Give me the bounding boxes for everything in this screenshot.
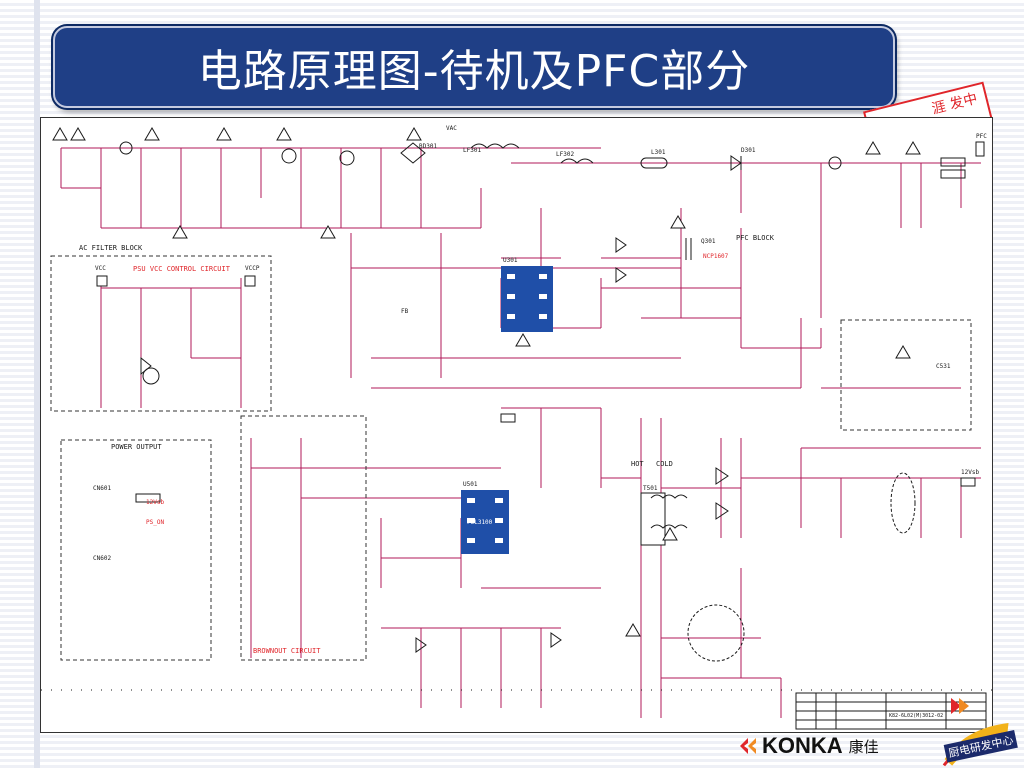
- vcc-label: VCC: [95, 265, 106, 272]
- l301-label: L301: [651, 149, 666, 156]
- d301-label: D301: [741, 147, 756, 154]
- lf302-label: LF302: [556, 151, 574, 158]
- title-banner: 电路原理图-待机及PFC部分: [53, 26, 895, 108]
- logo-wordmark: KONKA: [762, 733, 843, 758]
- konka-logo-icon: [738, 736, 758, 756]
- stamp-text: 涯 发中: [930, 90, 980, 118]
- pfc-block-label: PFC BLOCK: [736, 234, 775, 242]
- title-block-text: K82-6L02(M)3012-02: [889, 713, 943, 719]
- title-block: [41, 689, 992, 730]
- cn601-label: CN601: [93, 485, 111, 492]
- warning-triangles: [52, 127, 921, 637]
- vcc-control-label: PSU VCC CONTROL CIRCUIT: [133, 265, 231, 273]
- schematic-diagram: AC FILTER BLOCK PFC BLOCK PSU VCC CONTRO…: [40, 117, 993, 733]
- chips: [461, 266, 666, 554]
- title-block-logo: [951, 698, 969, 714]
- chip-pins: [467, 274, 547, 543]
- pfc-ic-label: NCP1607: [703, 253, 729, 260]
- component-symbols: [119, 141, 966, 662]
- u501-label: U501: [463, 481, 478, 488]
- c531-label: C531: [936, 363, 951, 370]
- vac-label: VAC: [446, 125, 457, 132]
- hot-label: HOT: [631, 460, 644, 468]
- slide-title: 电路原理图-待机及PFC部分: [197, 46, 751, 97]
- logo-chinese: 康佳: [848, 737, 879, 756]
- konka-logo: KONKA 康佳: [738, 733, 879, 758]
- dashed-blocks: [50, 255, 972, 661]
- connector-arrows: [96, 141, 985, 503]
- u301-label: U301: [503, 257, 518, 264]
- cn602-label: CN602: [93, 555, 111, 562]
- lf301-label: LF301: [463, 147, 481, 154]
- brownout-label: BROWNOUT CIRCUIT: [253, 647, 321, 655]
- main-ic-label: FSL3100: [467, 519, 493, 526]
- wires: [60, 147, 981, 718]
- out-12va-label: 12Vsb: [961, 469, 979, 476]
- bd301-label: BD301: [419, 143, 437, 150]
- pfc-label: PFC: [976, 133, 987, 140]
- vccp-label: VCCP: [245, 265, 260, 272]
- q301-label: Q301: [701, 238, 716, 245]
- ac-filter-label: AC FILTER BLOCK: [79, 244, 143, 252]
- out-12v-label: 12Vsb: [146, 499, 164, 506]
- background-band: [34, 0, 40, 768]
- t501-label: T501: [643, 485, 658, 492]
- ps-on-label: PS_ON: [146, 519, 164, 526]
- fb-label: FB: [401, 308, 409, 315]
- cold-label: COLD: [656, 460, 673, 468]
- power-output-label: POWER OUTPUT: [111, 443, 162, 451]
- schematic-svg: AC FILTER BLOCK PFC BLOCK PSU VCC CONTRO…: [41, 125, 992, 730]
- rd-center-badge: 厨电研发中心: [934, 714, 1019, 771]
